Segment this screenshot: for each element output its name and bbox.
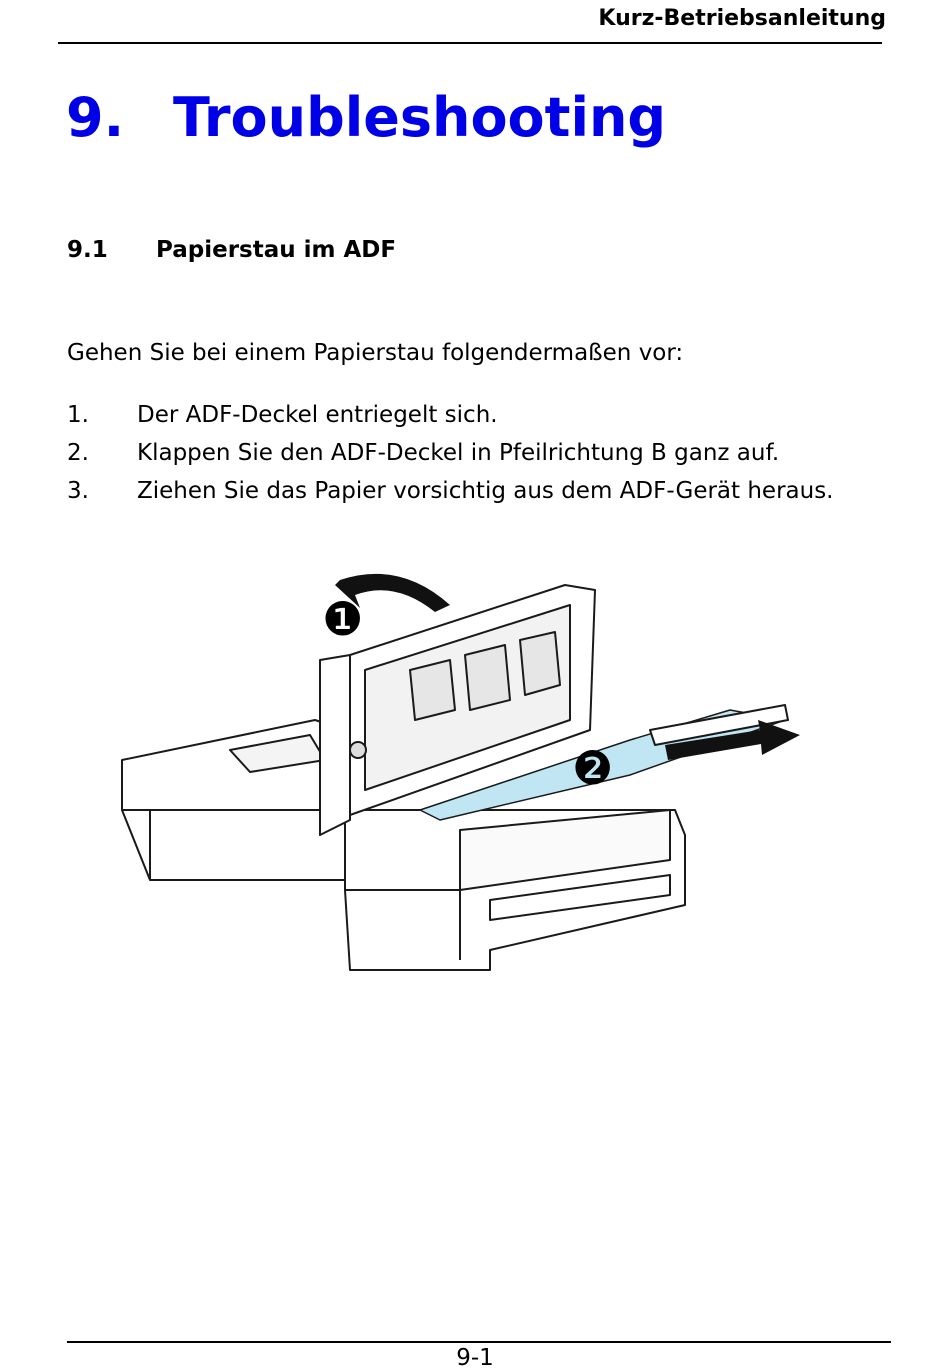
flatbed-lid bbox=[121, 719, 346, 811]
chapter-number: 9. bbox=[66, 86, 125, 149]
page-number: 9-1 bbox=[456, 1345, 494, 1371]
chapter-title: Troubleshooting bbox=[173, 86, 667, 149]
running-header: Kurz-Betriebsanleitung bbox=[598, 6, 886, 31]
scanner-illustration: ❶ ❷ bbox=[121, 573, 800, 971]
marker-2: ❷ bbox=[572, 741, 613, 795]
intro-paragraph: Gehen Sie bei einem Papierstau folgender… bbox=[67, 340, 684, 366]
marker-1: ❶ bbox=[322, 592, 363, 646]
header-divider bbox=[58, 42, 882, 44]
step-number: 3. bbox=[67, 478, 89, 504]
open-arrow bbox=[335, 573, 450, 612]
step-list: 1. Der ADF-Deckel entriegelt sich. 2. Kl… bbox=[67, 400, 857, 514]
section-number: 9.1 bbox=[67, 237, 108, 263]
list-item: 3. Ziehen Sie das Papier vorsichtig aus … bbox=[67, 476, 857, 506]
footer-divider bbox=[67, 1341, 891, 1343]
step-text: Klappen Sie den ADF-Deckel in Pfeilricht… bbox=[137, 440, 780, 466]
step-text: Ziehen Sie das Papier vorsichtig aus dem… bbox=[137, 478, 834, 504]
list-item: 2. Klappen Sie den ADF-Deckel in Pfeilri… bbox=[67, 438, 857, 468]
chapter-heading: 9. Troubleshooting bbox=[66, 86, 666, 149]
step-text: Der ADF-Deckel entriegelt sich. bbox=[137, 402, 498, 428]
section-title: Papierstau im ADF bbox=[156, 237, 397, 263]
list-item: 1. Der ADF-Deckel entriegelt sich. bbox=[67, 400, 857, 430]
adf-cover bbox=[319, 654, 351, 836]
section-heading: 9.1 Papierstau im ADF bbox=[67, 237, 396, 263]
step-number: 2. bbox=[67, 440, 89, 466]
pull-arrow bbox=[665, 720, 800, 760]
step-number: 1. bbox=[67, 402, 89, 428]
